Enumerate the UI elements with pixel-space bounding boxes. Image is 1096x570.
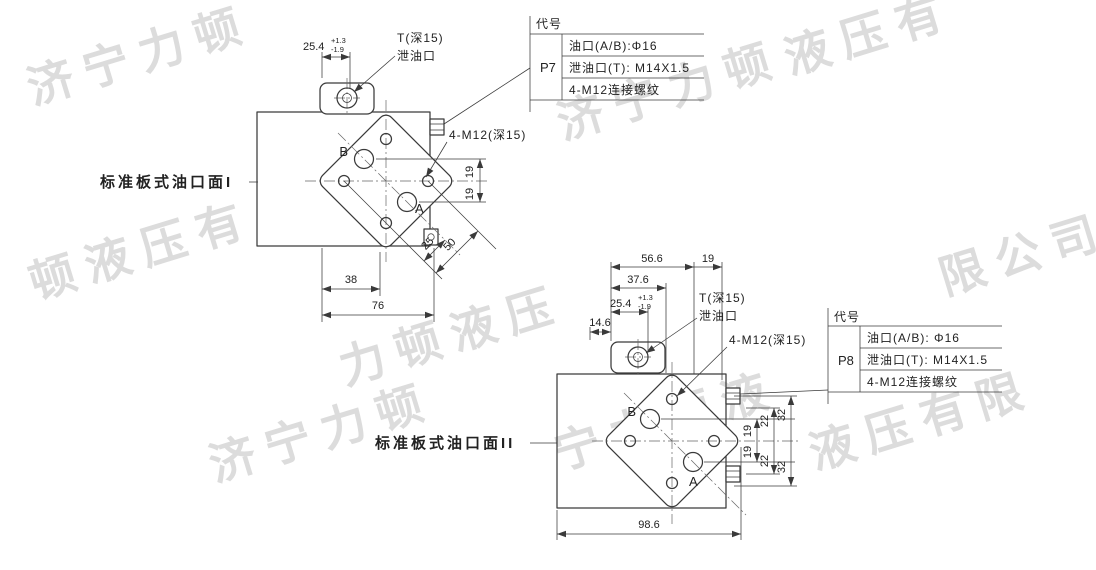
dim-22-lower: 22	[759, 455, 771, 467]
table-p8-code: P8	[838, 353, 854, 368]
view2-centerlines	[592, 339, 800, 524]
port-b	[353, 148, 375, 170]
drain-port-t	[627, 346, 649, 368]
view2-drawing: B A 56.6 19 37.6 25.4 +1.3	[374, 253, 1002, 540]
table-p7-row-3: 4-M12连接螺纹	[569, 82, 660, 97]
dim-25-4-tol-plus: +1.3	[331, 36, 346, 45]
view1-title: 标准板式油口面I	[99, 173, 233, 191]
bolt-note: 4-M12(深15)	[449, 128, 526, 142]
bolt-note-leader	[425, 141, 448, 178]
port-a-label: A	[415, 201, 424, 216]
view2-dimensions: 56.6 19 37.6 25.4 +1.3 -1.9 14.6 19	[556, 253, 797, 540]
table-p7-row-1: 油口(A/B):Φ16	[569, 39, 658, 53]
table-p7-row-2: 泄油口(T): M14X1.5	[569, 61, 690, 75]
bolt-hole	[379, 216, 393, 230]
t-port-note-line2: 泄油口	[397, 49, 436, 63]
dim-25-4-tol-minus: -1.9	[638, 302, 651, 311]
view1-drawing: B A 25.4 +1.3 -1.9 19 19	[99, 16, 704, 322]
bolt-note: 4-M12(深15)	[729, 333, 806, 347]
dim-19-upper: 19	[464, 166, 476, 178]
table-p8-header: 代号	[834, 310, 860, 324]
dim-19-lower: 19	[742, 446, 754, 458]
dim-22-upper: 22	[759, 415, 771, 427]
view1-outline	[256, 82, 453, 248]
view2-spec-table: 代号 P8 油口(A/B): Φ16 泄油口(T): M14X1.5 4-M12…	[827, 308, 1002, 404]
bolt-hole	[707, 434, 721, 448]
table-p8-row-2: 泄油口(T): M14X1.5	[867, 353, 988, 367]
view1-ports: B A	[336, 87, 435, 230]
table-p7-header: 代号	[536, 17, 562, 31]
dim-56-6: 56.6	[641, 253, 662, 265]
dim-25-4-tol-minus: -1.9	[331, 45, 344, 54]
dim-98-6: 98.6	[638, 519, 659, 531]
bolt-hole	[337, 174, 351, 188]
bolt-tab-top	[725, 387, 741, 405]
view1-spec-table: 代号 P7 油口(A/B):Φ16 泄油口(T): M14X1.5 4-M12连…	[529, 16, 704, 112]
port-b-label: B	[627, 404, 636, 419]
bolt-note-leader	[676, 346, 728, 397]
t-port-leader	[353, 55, 396, 93]
view2-ports: B A	[623, 346, 721, 490]
bolt-hole	[379, 132, 393, 146]
port-a-label: A	[689, 474, 698, 489]
dim-19-top: 19	[702, 253, 714, 265]
table-p8-row-3: 4-M12连接螺纹	[867, 374, 958, 389]
table-leader	[739, 389, 829, 395]
dim-38: 38	[345, 274, 357, 286]
dim-19-lower: 19	[464, 188, 476, 200]
t-port-note-line1: T(深15)	[397, 31, 444, 45]
t-port-note-line2: 泄油口	[699, 309, 738, 323]
bolt-hole	[665, 392, 679, 406]
dim-19-upper: 19	[742, 425, 754, 437]
dim-37-6: 37.6	[627, 274, 648, 286]
dim-14-6: 14.6	[589, 317, 610, 329]
bolt-tab-bottom	[725, 465, 741, 483]
t-port-leader	[645, 317, 698, 354]
bolt-hole	[665, 476, 679, 490]
bolt-hole	[623, 434, 637, 448]
t-port-note-line1: T(深15)	[699, 291, 746, 305]
view1-annotations: T(深15) 泄油口 4-M12(深15) 标准板式油口面I	[99, 31, 531, 191]
dim-25-4: 25.4	[303, 41, 324, 53]
dim-32-upper: 32	[776, 409, 788, 421]
dim-25-4-tol-plus: +1.3	[638, 293, 653, 302]
table-p7-code: P7	[540, 60, 556, 75]
drain-port-t-inner	[342, 93, 352, 103]
port-a	[396, 191, 418, 213]
dim-76: 76	[372, 300, 384, 312]
bolt-tab-top	[429, 118, 445, 136]
drain-port-t-inner	[633, 352, 643, 362]
view2-title: 标准板式油口面II	[374, 434, 515, 452]
table-p8-row-1: 油口(A/B): Φ16	[867, 331, 960, 345]
drain-port-t	[336, 87, 358, 109]
table-leader	[443, 67, 531, 125]
port-a	[682, 451, 704, 473]
dim-32-lower: 32	[776, 461, 788, 473]
view2-annotations: T(深15) 泄油口 4-M12(深15) 标准板式油口面II	[374, 291, 829, 452]
view2-outline	[556, 341, 741, 509]
port-b-label: B	[339, 144, 348, 159]
dim-25-4: 25.4	[610, 298, 631, 310]
port-b	[639, 408, 661, 430]
